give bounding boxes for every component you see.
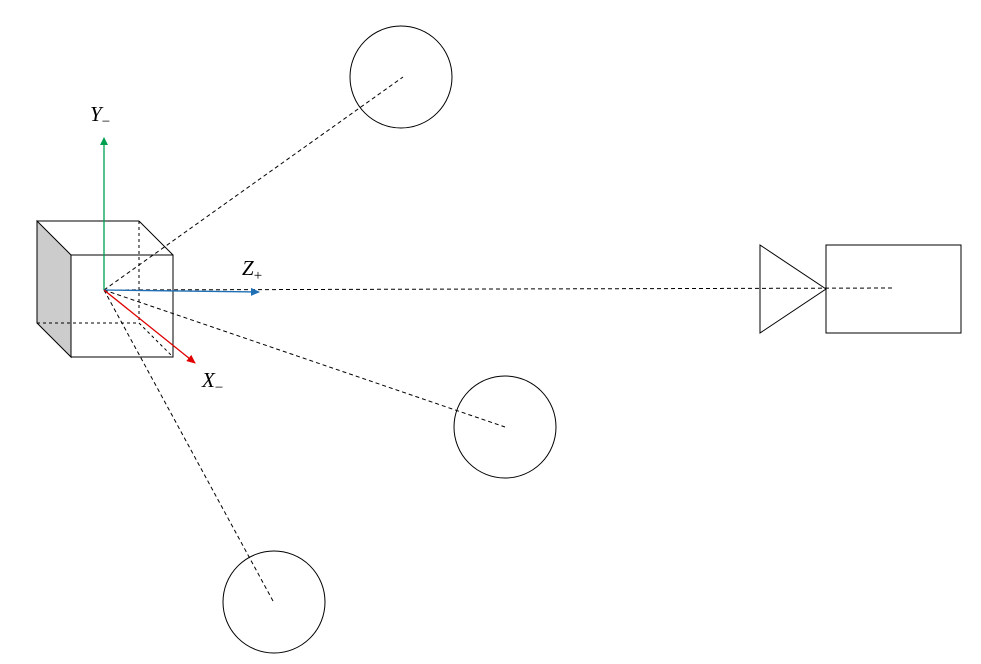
x-axis-label-sub: − xyxy=(215,380,223,396)
z-axis-label-sub: + xyxy=(254,268,262,284)
x-axis-arrow xyxy=(103,289,196,364)
y-axis-label-main: Y xyxy=(90,102,104,126)
x-axis-label-main: X xyxy=(201,368,216,392)
camera-icon xyxy=(759,244,962,334)
axes xyxy=(100,137,260,364)
cube-front-face xyxy=(70,254,174,358)
y-axis-label: Y− xyxy=(90,102,110,130)
x-axis-label: X− xyxy=(201,368,223,396)
z-axis-label-main: Z xyxy=(242,256,254,280)
sphere-icon-bottom xyxy=(222,550,326,654)
sphere-icon-middle xyxy=(453,375,557,479)
sight-line-camera xyxy=(103,287,894,291)
svg-text:Y−: Y− xyxy=(90,102,110,130)
cube-icon xyxy=(36,219,174,359)
sight-line-bottom-sphere xyxy=(103,289,274,602)
cube-hidden-diagonal xyxy=(138,322,174,358)
camera-lens xyxy=(759,244,827,334)
cube-top-edge-right xyxy=(138,220,174,256)
z-axis-label: Z+ xyxy=(242,256,262,284)
y-axis-label-sub: − xyxy=(102,114,110,130)
sphere-icon-top xyxy=(349,25,453,129)
camera-body xyxy=(825,244,962,334)
sight-line-top-sphere xyxy=(103,76,404,291)
cube-left-face xyxy=(36,219,72,359)
svg-text:X−: X− xyxy=(201,368,223,396)
svg-text:Z+: Z+ xyxy=(242,256,262,284)
z-axis-arrow xyxy=(103,287,260,296)
sight-line-middle-sphere xyxy=(103,289,506,428)
sight-lines xyxy=(103,76,894,602)
